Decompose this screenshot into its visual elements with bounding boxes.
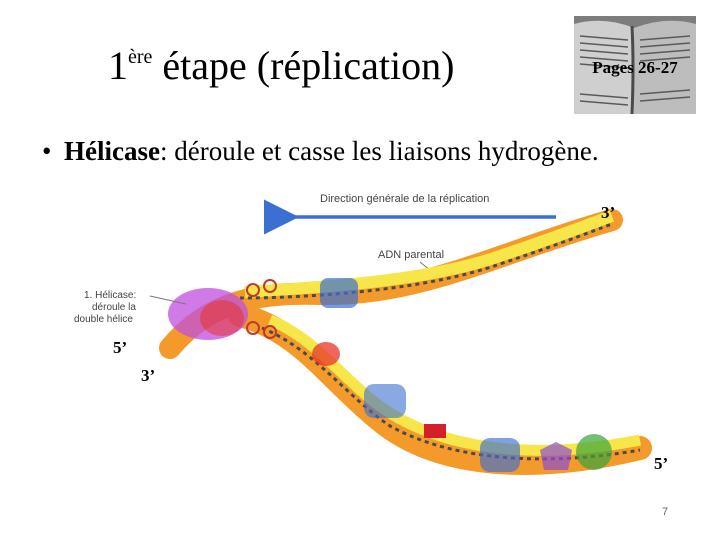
ssb-blue-top bbox=[320, 278, 358, 308]
replication-diagram: Direction générale de la réplication ADN… bbox=[74, 193, 652, 475]
title-number: 1 bbox=[108, 43, 128, 88]
helicase-pointer-line bbox=[149, 295, 187, 305]
title-superscript: ère bbox=[128, 46, 153, 68]
bullet-helicase: • Hélicase: déroule et casse les liaisons… bbox=[42, 136, 599, 167]
title-text: étape (réplication) bbox=[152, 43, 455, 88]
parental-strand-bases bbox=[239, 222, 613, 300]
bullet-text: : déroule et casse les liaisons hydrogèn… bbox=[159, 136, 599, 166]
direction-label: Direction générale de la réplication bbox=[320, 193, 489, 205]
slide-title: 1ère étape (réplication) bbox=[108, 42, 454, 89]
end-label-bottom-right: 5’ bbox=[654, 454, 669, 473]
parent-dna-label: ADN parental bbox=[378, 249, 444, 261]
lower-strand-bases bbox=[261, 326, 641, 461]
enzyme-green bbox=[576, 434, 612, 470]
ligase-purple bbox=[540, 442, 572, 470]
book-image bbox=[574, 16, 696, 114]
bullet-dot-icon: • bbox=[42, 136, 52, 166]
end-label-left-lower: 3’ bbox=[141, 366, 156, 385]
end-label-top-right: 3’ bbox=[601, 203, 616, 222]
helicase-label-line3: double hélice bbox=[74, 314, 133, 325]
primer-red-bottom bbox=[424, 424, 446, 438]
end-label-left-upper: 5’ bbox=[113, 338, 128, 357]
polymerase-blue-mid bbox=[364, 384, 406, 418]
pages-label: Pages 26-27 bbox=[592, 58, 678, 77]
slide-number: 7 bbox=[662, 506, 669, 518]
helicase-label-line1: 1. Hélicase: bbox=[84, 290, 136, 301]
helicase-red-core bbox=[200, 300, 244, 336]
polymerase-blue-bottom bbox=[480, 438, 520, 472]
helicase-label-line2: déroule la bbox=[92, 302, 136, 313]
topoisomerase-swirls bbox=[246, 279, 277, 339]
bullet-term: Hélicase bbox=[64, 136, 160, 166]
primase-red bbox=[312, 342, 340, 366]
parental-strand-yellow bbox=[244, 210, 615, 298]
